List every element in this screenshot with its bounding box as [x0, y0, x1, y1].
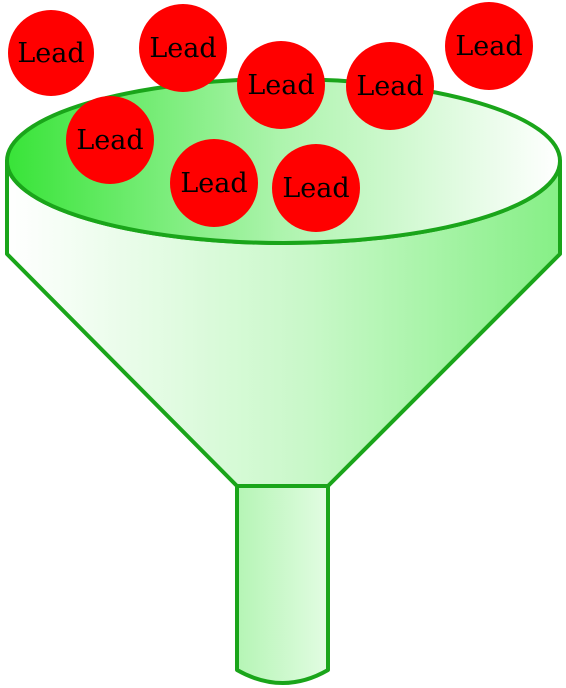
funnel-spout [235, 482, 330, 685]
lead-ball: Lead [139, 4, 227, 92]
lead-ball-circle [346, 42, 434, 130]
lead-ball-circle [272, 144, 360, 232]
lead-label: Lead [149, 33, 216, 64]
lead-ball: Lead [272, 144, 360, 232]
lead-label: Lead [247, 70, 314, 101]
lead-label: Lead [180, 168, 247, 199]
lead-label: Lead [17, 38, 84, 69]
lead-label: Lead [356, 71, 423, 102]
lead-ball-circle [139, 4, 227, 92]
lead-ball: Lead [8, 10, 94, 96]
lead-ball: Lead [445, 2, 533, 90]
lead-ball-circle [8, 10, 94, 96]
lead-ball: Lead [170, 139, 258, 227]
lead-label: Lead [455, 31, 522, 62]
lead-ball-circle [445, 2, 533, 90]
lead-ball: Lead [66, 96, 154, 184]
lead-label: Lead [282, 173, 349, 204]
lead-ball-circle [170, 139, 258, 227]
lead-label: Lead [76, 125, 143, 156]
lead-ball-circle [237, 41, 325, 129]
lead-ball: Lead [237, 41, 325, 129]
lead-ball: Lead [346, 42, 434, 130]
lead-ball-circle [66, 96, 154, 184]
